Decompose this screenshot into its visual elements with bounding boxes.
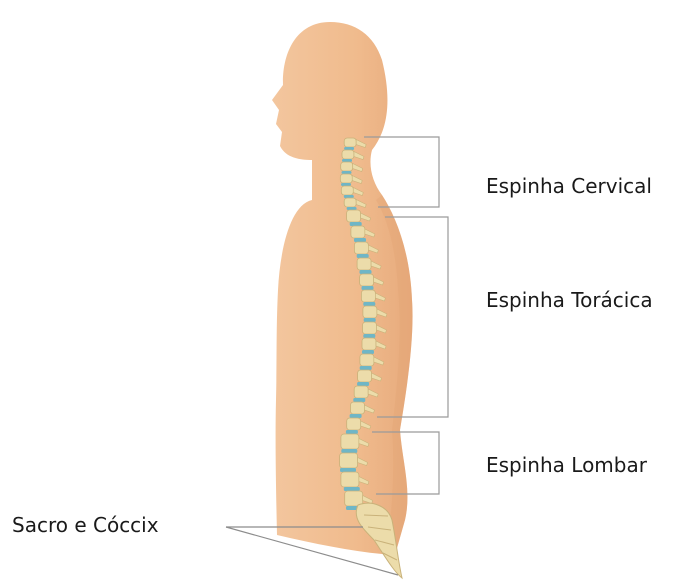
vertebra [344, 198, 356, 207]
intervertebral-disc [363, 302, 375, 306]
intervertebral-disc [344, 195, 354, 198]
vertebra [351, 226, 365, 238]
intervertebral-disc [362, 350, 374, 354]
vertebra [340, 453, 358, 468]
vertebra [341, 186, 353, 195]
intervertebral-disc [341, 449, 357, 453]
label-sacrum-coccyx: Sacro e Cóccix [12, 515, 159, 535]
intervertebral-disc [344, 147, 354, 150]
vertebra [341, 472, 359, 487]
intervertebral-disc [363, 334, 375, 338]
intervertebral-disc [342, 171, 352, 174]
vertebra [351, 402, 365, 414]
intervertebral-disc [344, 487, 360, 491]
vertebra [363, 322, 377, 334]
vertebra [361, 290, 375, 302]
vertebra [360, 274, 374, 286]
vertebra [340, 174, 352, 183]
intervertebral-disc [362, 286, 374, 290]
vertebra [347, 418, 361, 430]
vertebra [360, 354, 374, 366]
intervertebral-disc [353, 398, 365, 402]
vertebra [363, 306, 377, 318]
vertebra [341, 434, 359, 449]
intervertebral-disc [354, 238, 366, 242]
vertebra [354, 386, 368, 398]
vertebra [347, 210, 361, 222]
intervertebral-disc [364, 318, 376, 322]
intervertebral-disc [360, 366, 372, 370]
intervertebral-disc [350, 414, 362, 418]
vertebra [354, 242, 368, 254]
label-thoracic-spine: Espinha Torácica [486, 290, 653, 310]
intervertebral-disc [357, 382, 369, 386]
vertebra [344, 138, 356, 147]
vertebra [342, 150, 354, 159]
vertebra [358, 370, 372, 382]
intervertebral-disc [341, 183, 351, 186]
label-cervical-spine: Espinha Cervical [486, 176, 652, 196]
intervertebral-disc [342, 159, 352, 162]
intervertebral-disc [340, 468, 356, 472]
vertebra [341, 162, 353, 171]
vertebra [362, 338, 376, 350]
label-lumbar-spine: Espinha Lombar [486, 455, 647, 475]
intervertebral-disc [350, 222, 362, 226]
vertebra [345, 491, 363, 506]
intervertebral-disc [360, 270, 372, 274]
intervertebral-disc [357, 254, 369, 258]
intervertebral-disc [346, 430, 358, 434]
vertebra [357, 258, 371, 270]
intervertebral-disc [347, 207, 357, 210]
